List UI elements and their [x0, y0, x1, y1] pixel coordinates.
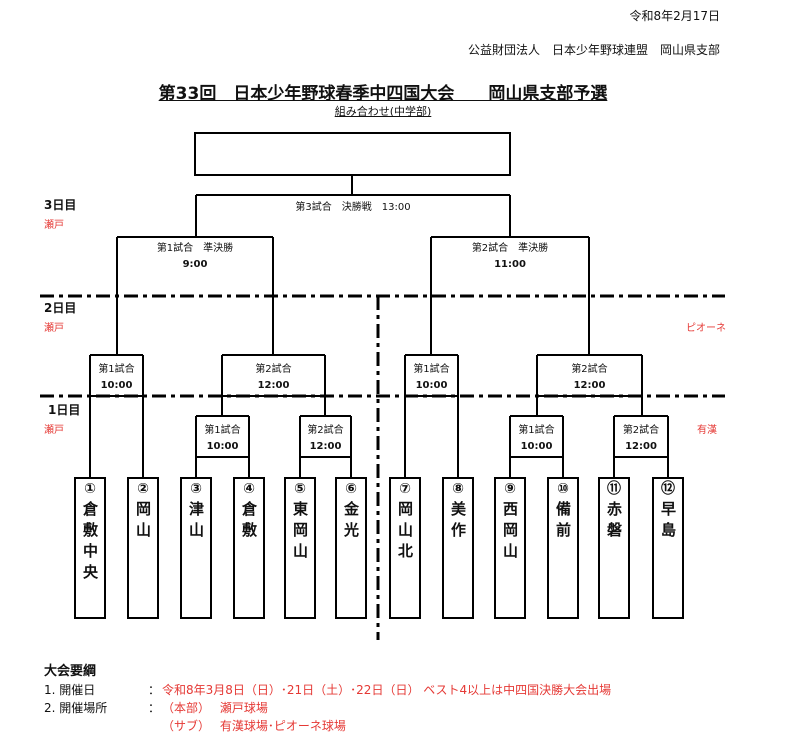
day1-label: 1日目 [48, 403, 81, 417]
team-entry: ⑨ 西岡山 [495, 481, 525, 568]
semifinal-1-time: 9:00 [182, 259, 208, 270]
team-name: 赤磐 [605, 501, 623, 543]
day2-match-3-time: 10:00 [415, 380, 448, 391]
team-entry: ⑧ 美作 [443, 481, 473, 547]
day1-venue: 瀬戸 [44, 425, 64, 436]
champion-box [194, 132, 511, 176]
page-subtitle: 組み合わせ(中学部) [0, 103, 766, 119]
day3-venue: 瀬戸 [44, 220, 64, 231]
outline-heading: 大会要綱 [44, 664, 97, 679]
team-entry: ⑫ 早島 [653, 481, 683, 547]
team-box [442, 477, 474, 619]
team-name: 早島 [659, 501, 677, 543]
day2-match-1-time: 10:00 [100, 380, 133, 391]
team-name: 備前 [554, 501, 572, 543]
team-box [127, 477, 159, 619]
team-seed-number: ⑪ [607, 481, 621, 497]
team-box [389, 477, 421, 619]
team-box [598, 477, 630, 619]
outline-row-2-colon: ： [148, 701, 161, 715]
team-name: 金光 [342, 501, 360, 543]
team-box [233, 477, 265, 619]
team-entry: ⑤ 東岡山 [285, 481, 315, 568]
document-date: 令和8年2月17日 [629, 9, 720, 23]
day1-match-2-label: 第2試合 [307, 425, 344, 436]
team-entry: ⑩ 備前 [548, 481, 578, 547]
team-name: 津山 [187, 501, 205, 543]
subtitle-text: 組み合わせ(中学部) [334, 105, 432, 118]
outline-row-1-colon: ： [148, 683, 161, 697]
day1-match-3-label: 第1試合 [518, 425, 555, 436]
day1-match-4-label: 第2試合 [622, 425, 660, 436]
team-entry: ⑪ 赤磐 [599, 481, 629, 547]
team-seed-number: ⑤ [294, 481, 306, 497]
team-name: 倉敷中央 [81, 501, 99, 585]
team-box [335, 477, 367, 619]
day2-venue-right: ピオーネ [686, 323, 726, 334]
day1-match-3-time: 10:00 [520, 441, 553, 452]
team-box [74, 477, 106, 619]
team-name: 倉敷 [240, 501, 258, 543]
day1-venue-right: 有漢 [697, 425, 717, 436]
day2-match-3-label: 第1試合 [413, 364, 450, 375]
outline-row-3-value: （サブ） 有漢球場･ピオーネ球場 [162, 719, 346, 733]
team-entry: ① 倉敷中央 [75, 481, 105, 589]
day1-match-1-label: 第1試合 [204, 425, 241, 436]
team-seed-number: ① [84, 481, 96, 497]
day2-match-2-time: 12:00 [257, 380, 290, 391]
team-box [547, 477, 579, 619]
day2-match-2-label: 第2試合 [255, 364, 292, 375]
outline-row-1-value: 令和8年3月8日（日）･21日（土）･22日（日） ベスト4以上は中四国決勝大会… [162, 683, 612, 697]
team-box [494, 477, 526, 619]
final-match-label: 第3試合 決勝戦 13:00 [295, 202, 411, 213]
team-name: 東岡山 [291, 501, 309, 564]
team-entry: ⑦ 岡山北 [390, 481, 420, 568]
team-seed-number: ② [137, 481, 149, 497]
day1-match-2-time: 12:00 [309, 441, 342, 452]
team-name: 岡山 [134, 501, 152, 543]
title-text: 第33回 日本少年野球春季中四国大会 岡山県支部予選 [158, 84, 608, 104]
day1-match-1-time: 10:00 [206, 441, 239, 452]
outline-row-1-label: 1. 開催日 [44, 683, 96, 697]
team-entry: ③ 津山 [181, 481, 211, 547]
semifinal-2-time: 11:00 [494, 259, 526, 270]
team-seed-number: ③ [190, 481, 202, 497]
day2-match-1-label: 第1試合 [98, 364, 135, 375]
team-name: 美作 [449, 501, 467, 543]
day2-match-4-time: 12:00 [573, 380, 606, 391]
team-seed-number: ④ [243, 481, 255, 497]
page-title: 第33回 日本少年野球春季中四国大会 岡山県支部予選 [0, 79, 766, 104]
day2-venue: 瀬戸 [44, 323, 64, 334]
team-entry: ② 岡山 [128, 481, 158, 547]
day3-label: 3日目 [44, 198, 77, 212]
team-seed-number: ⑨ [504, 481, 516, 497]
team-seed-number: ⑩ [557, 481, 569, 497]
semifinal-1-label: 第1試合 準決勝 [156, 243, 234, 254]
team-seed-number: ⑥ [345, 481, 357, 497]
team-box [180, 477, 212, 619]
outline-row-2-label: 2. 開催場所 [44, 701, 108, 715]
day1-match-4-time: 12:00 [625, 441, 657, 452]
team-entry: ④ 倉敷 [234, 481, 264, 547]
organization-name: 公益財団法人 日本少年野球連盟 岡山県支部 [467, 43, 720, 57]
outline-row-2-value: （本部） 瀬戸球場 [162, 701, 268, 715]
team-name: 西岡山 [501, 501, 519, 564]
team-seed-number: ⑫ [661, 481, 675, 497]
team-seed-number: ⑦ [399, 481, 411, 497]
team-box [284, 477, 316, 619]
team-entry: ⑥ 金光 [336, 481, 366, 547]
team-seed-number: ⑧ [452, 481, 464, 497]
day2-match-4-label: 第2試合 [571, 364, 608, 375]
team-name: 岡山北 [396, 501, 414, 564]
day2-label: 2日目 [44, 301, 77, 315]
semifinal-2-label: 第2試合 準決勝 [471, 243, 549, 254]
team-box [652, 477, 684, 619]
